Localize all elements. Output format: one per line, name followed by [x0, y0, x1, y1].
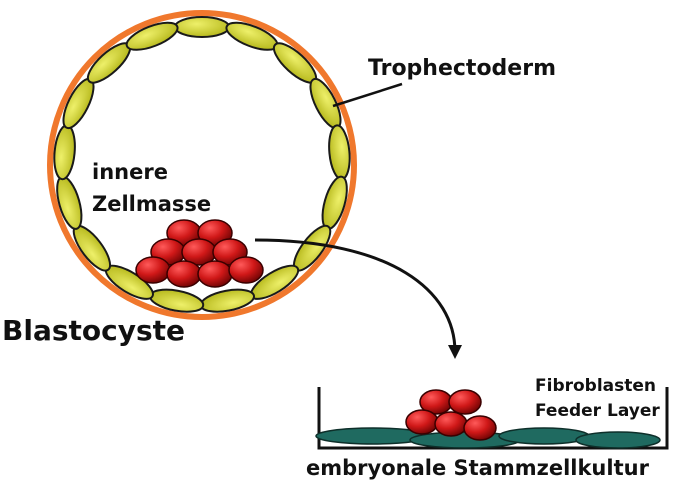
- inner-cell: [135, 256, 171, 284]
- blastocyst-label: Blastocyste: [2, 314, 186, 347]
- feeder-layer-label: Fibroblasten Feeder Layer: [535, 374, 660, 424]
- trophectoderm-cell: [174, 16, 230, 38]
- inner-cell-mass-label: innere Zellmasse: [92, 156, 211, 220]
- colony-cell: [434, 411, 468, 437]
- inner-cell-mass-label-line1: innere: [92, 160, 168, 184]
- colony-cell: [448, 389, 482, 415]
- inner-cell-mass-label-line2: Zellmasse: [92, 192, 212, 216]
- trophectoderm-pointer-line: [332, 82, 403, 108]
- colony-cell: [405, 409, 439, 435]
- colony-cell: [463, 415, 497, 441]
- trophectoderm-label: Trophectoderm: [368, 56, 556, 81]
- stem-cell-colony: [405, 389, 497, 441]
- culture-label: embryonale Stammzellkultur: [306, 456, 649, 480]
- feeder-layer-label-line1: Fibroblasten: [535, 376, 657, 396]
- culture-dish: [317, 387, 669, 450]
- transfer-arrow: [254, 238, 462, 359]
- inner-cell: [228, 256, 264, 284]
- inner-cell: [166, 260, 202, 288]
- inner-cell: [197, 260, 233, 288]
- zona-pellucida-ring: [47, 10, 357, 320]
- feeder-layer-label-line2: Feeder Layer: [535, 401, 660, 421]
- trophectoderm-cell: [125, 21, 179, 51]
- trophectoderm-cells: [53, 16, 351, 313]
- inner-cell-mass: [135, 219, 264, 288]
